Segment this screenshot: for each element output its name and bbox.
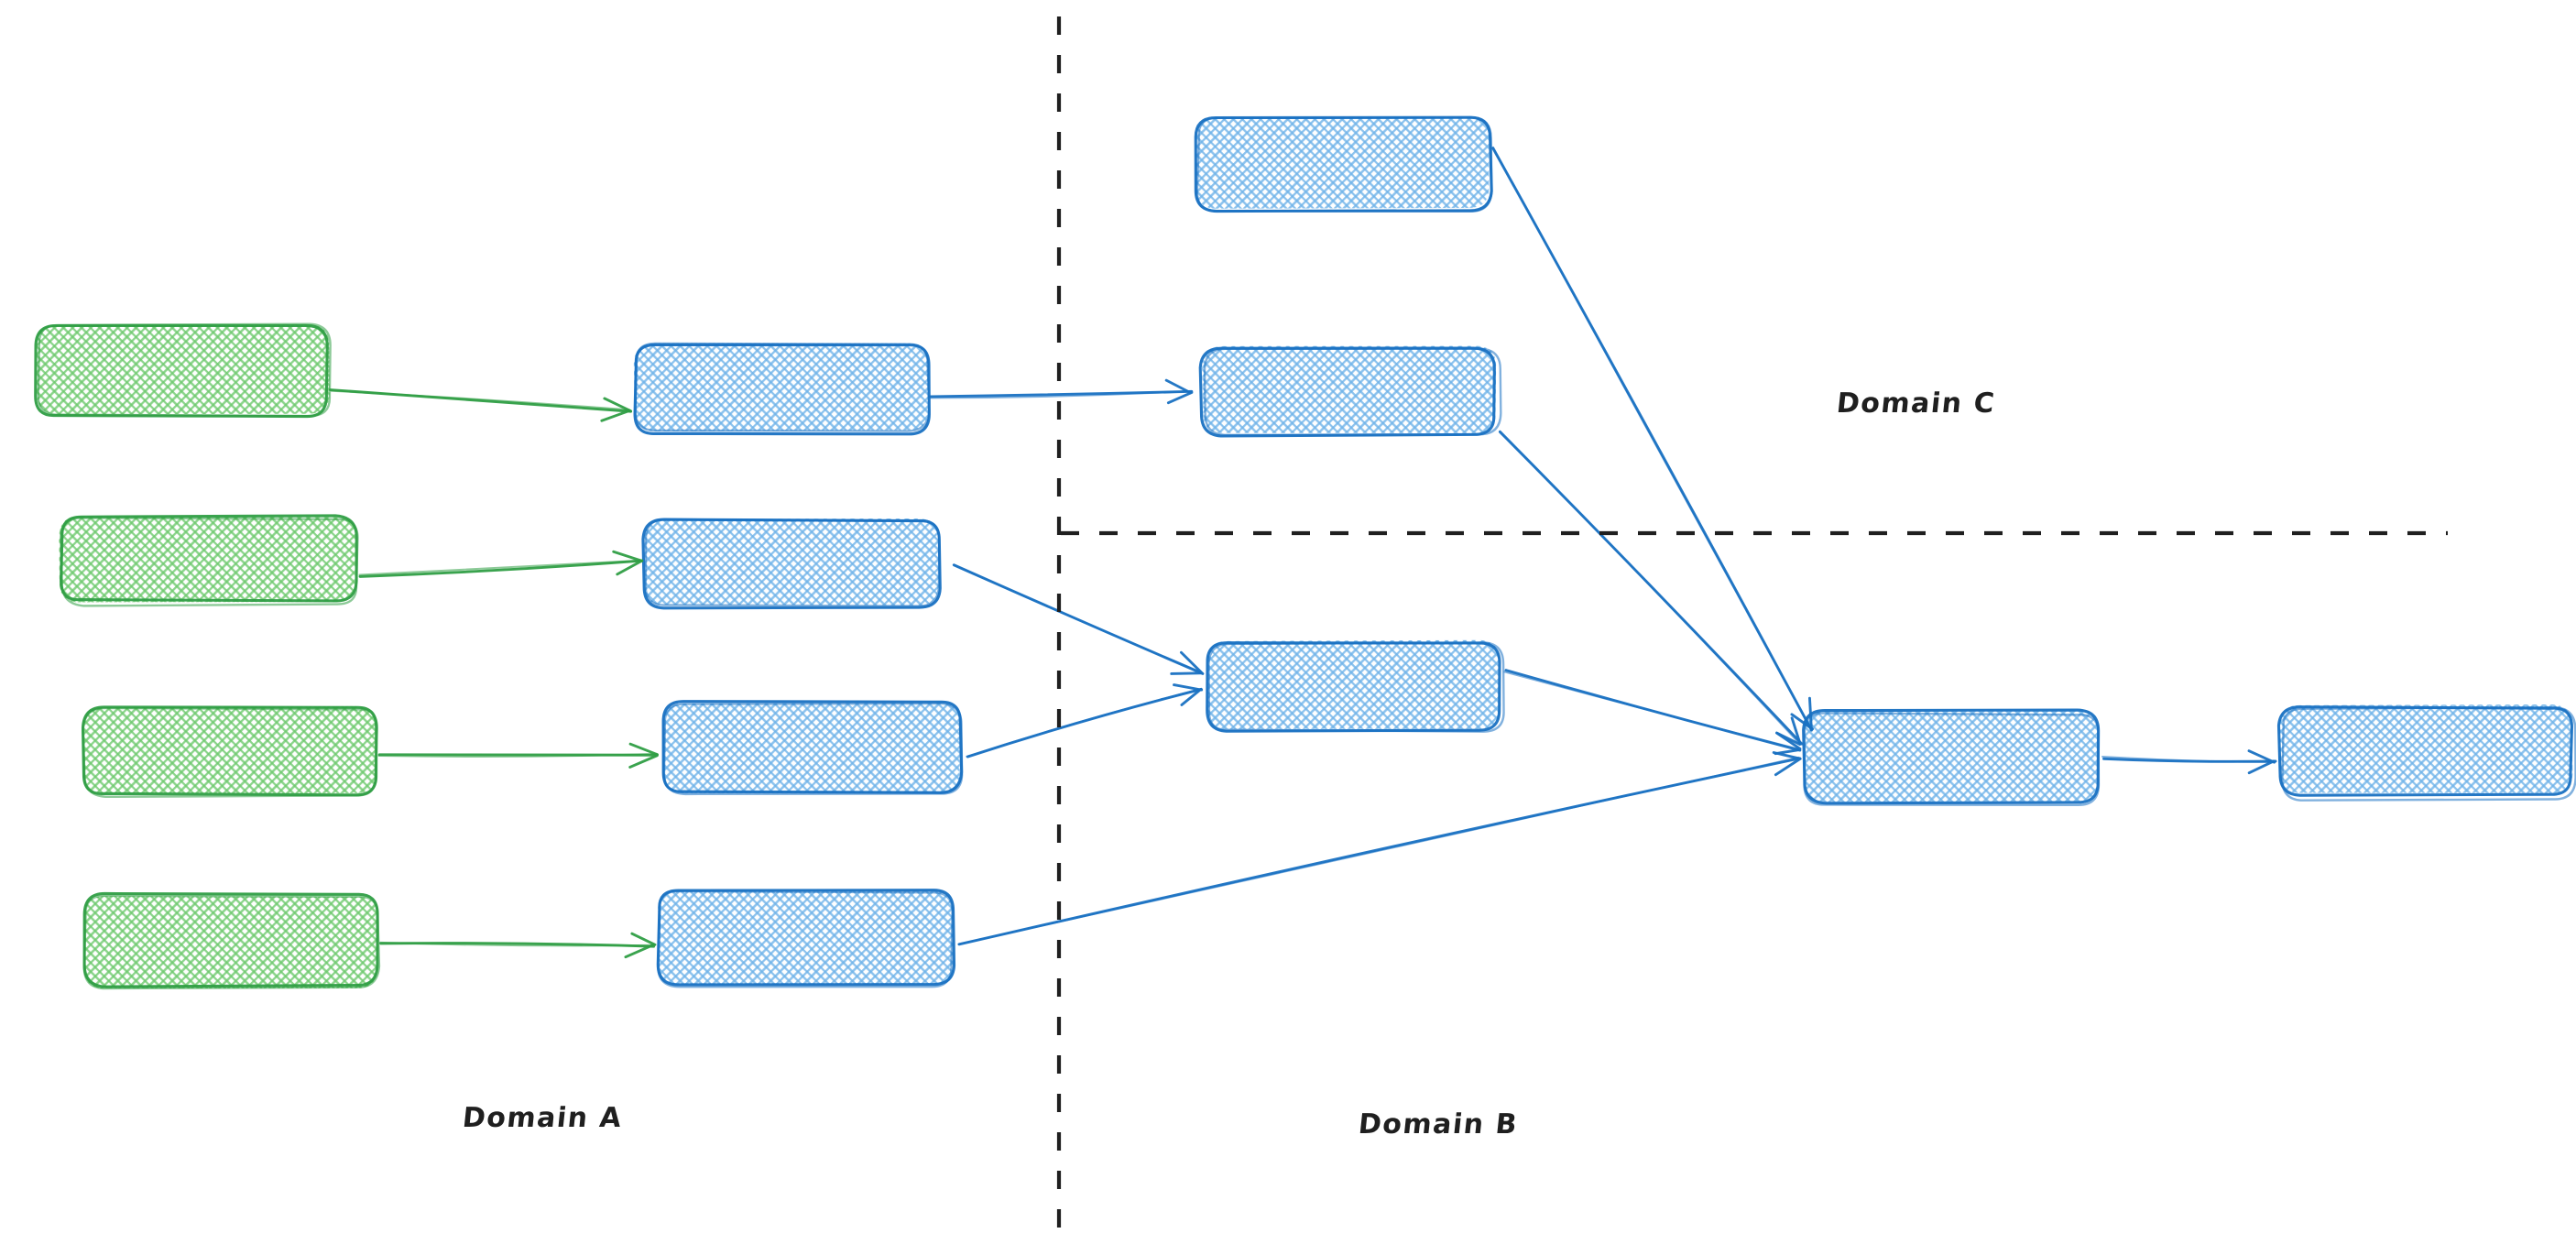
diagram-node-c2[interactable]	[1198, 345, 1502, 438]
diagram-node-a2[interactable]	[59, 514, 359, 607]
diagram-node-b2[interactable]	[641, 518, 942, 610]
diagram-node-b3[interactable]	[661, 700, 964, 796]
diagram-edge-a3-b3	[377, 742, 659, 769]
diagram-edge-a1-b1	[329, 388, 633, 422]
diagram-edge-a2-b2	[358, 550, 644, 578]
diagram-node-c3[interactable]	[1206, 639, 1505, 733]
diagram-edge-b1-c2	[928, 378, 1194, 405]
diagram-node-c1[interactable]	[1194, 115, 1493, 213]
diagram-edge-b3-c3	[966, 683, 1204, 758]
diagram-node-a3[interactable]	[81, 705, 378, 799]
diagram-node-a4[interactable]	[82, 891, 381, 990]
diagram-edge-a4-b4	[379, 932, 657, 959]
diagram-node-d1[interactable]	[1802, 708, 2101, 807]
diagram-edge-b2-c3	[952, 563, 1205, 675]
domain-label-domain-b: Domain B	[1357, 1108, 1520, 1140]
diagram-node-a1[interactable]	[34, 322, 332, 419]
diagram-edge-c2-d1	[1498, 430, 1804, 746]
domain-label-domain-a: Domain A	[461, 1102, 625, 1134]
diagram-edge-b4-d1	[957, 751, 1802, 946]
diagram-edge-c1-d1	[1491, 146, 1814, 732]
diagram-node-b1[interactable]	[633, 342, 931, 436]
diagram-edge-c3-d1	[1503, 669, 1802, 756]
diagram-node-b4[interactable]	[656, 889, 956, 988]
domain-label-domain-c: Domain C	[1835, 387, 1997, 420]
diagram-node-e1[interactable]	[2276, 704, 2576, 802]
diagram-edge-d1-e1	[2101, 749, 2277, 775]
